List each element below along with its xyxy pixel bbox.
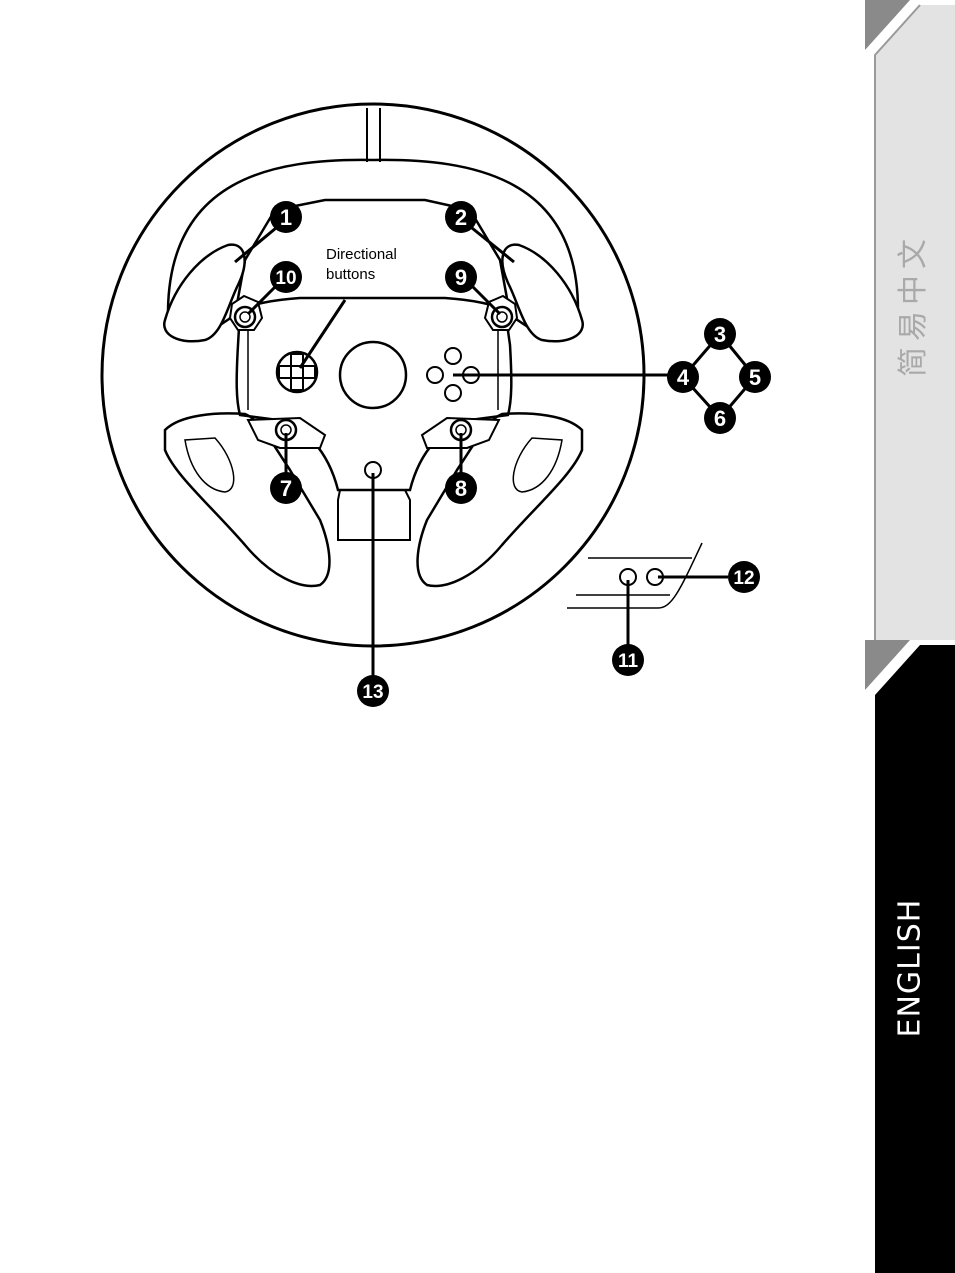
leader-10	[246, 284, 278, 316]
svg-text:7: 7	[280, 476, 292, 501]
right-lower-grip	[416, 412, 584, 588]
svg-text:9: 9	[455, 265, 467, 290]
right-lower-grip-inner	[512, 437, 563, 493]
svg-text:11: 11	[618, 651, 639, 672]
tab-english-shape	[865, 640, 955, 1273]
leader-1	[234, 226, 277, 264]
steering-wheel-diagram: 1 2 10 9 3 4 5 6	[100, 102, 771, 707]
callout-1: 1	[270, 201, 302, 233]
callout-10: 10	[270, 261, 302, 293]
callout-7: 7	[270, 472, 302, 504]
leader-9	[470, 284, 502, 316]
base-line-3	[567, 542, 703, 609]
callout-2: 2	[445, 201, 477, 233]
svg-text:2: 2	[455, 205, 467, 230]
svg-text:6: 6	[714, 406, 726, 431]
right-shift-paddle	[501, 243, 584, 343]
dpad-horizontal-arm	[278, 365, 316, 379]
callout-4: 4	[667, 361, 699, 393]
callout-12: 12	[728, 561, 760, 593]
callout-9: 9	[445, 261, 477, 293]
svg-text:1: 1	[280, 205, 292, 230]
callout-6: 6	[704, 402, 736, 434]
callout-5: 5	[739, 361, 771, 393]
directional-buttons-label: Directional buttons	[326, 245, 436, 285]
tab-english-label: ENGLISH	[892, 898, 928, 1038]
left-lower-grip-inner	[184, 437, 235, 493]
svg-text:5: 5	[749, 365, 761, 390]
button-10-inner	[239, 311, 251, 323]
face-button-left	[426, 366, 444, 384]
tab-english[interactable]: ENGLISH	[865, 640, 955, 1273]
callout-3: 3	[704, 318, 736, 350]
svg-text:3: 3	[714, 322, 726, 347]
left-shift-paddle	[163, 243, 246, 343]
directional-label-line2: buttons	[326, 266, 376, 283]
dpad-vertical-arm	[290, 353, 304, 391]
svg-text:10: 10	[275, 268, 296, 289]
button-9-inner	[496, 311, 508, 323]
bottom-spoke	[337, 489, 411, 541]
callout-13: 13	[357, 675, 389, 707]
callout-11: 11	[612, 644, 644, 676]
svg-text:13: 13	[362, 682, 383, 703]
svg-text:12: 12	[733, 568, 754, 589]
leader-directional	[298, 299, 347, 369]
directional-label-line1: Directional	[326, 246, 397, 263]
wheel-center-boss	[338, 340, 408, 410]
tab-chinese-shape	[865, 0, 955, 640]
face-button-top	[444, 347, 462, 365]
callout-8: 8	[445, 472, 477, 504]
left-lower-grip	[163, 412, 331, 588]
face-button-bottom	[444, 384, 462, 402]
svg-text:8: 8	[455, 476, 467, 501]
directional-pad	[275, 350, 319, 394]
leader-2	[471, 226, 515, 264]
tab-chinese-label: 简易中文	[896, 233, 931, 377]
svg-text:4: 4	[677, 365, 690, 390]
tab-chinese[interactable]: 简易中文	[865, 0, 955, 640]
